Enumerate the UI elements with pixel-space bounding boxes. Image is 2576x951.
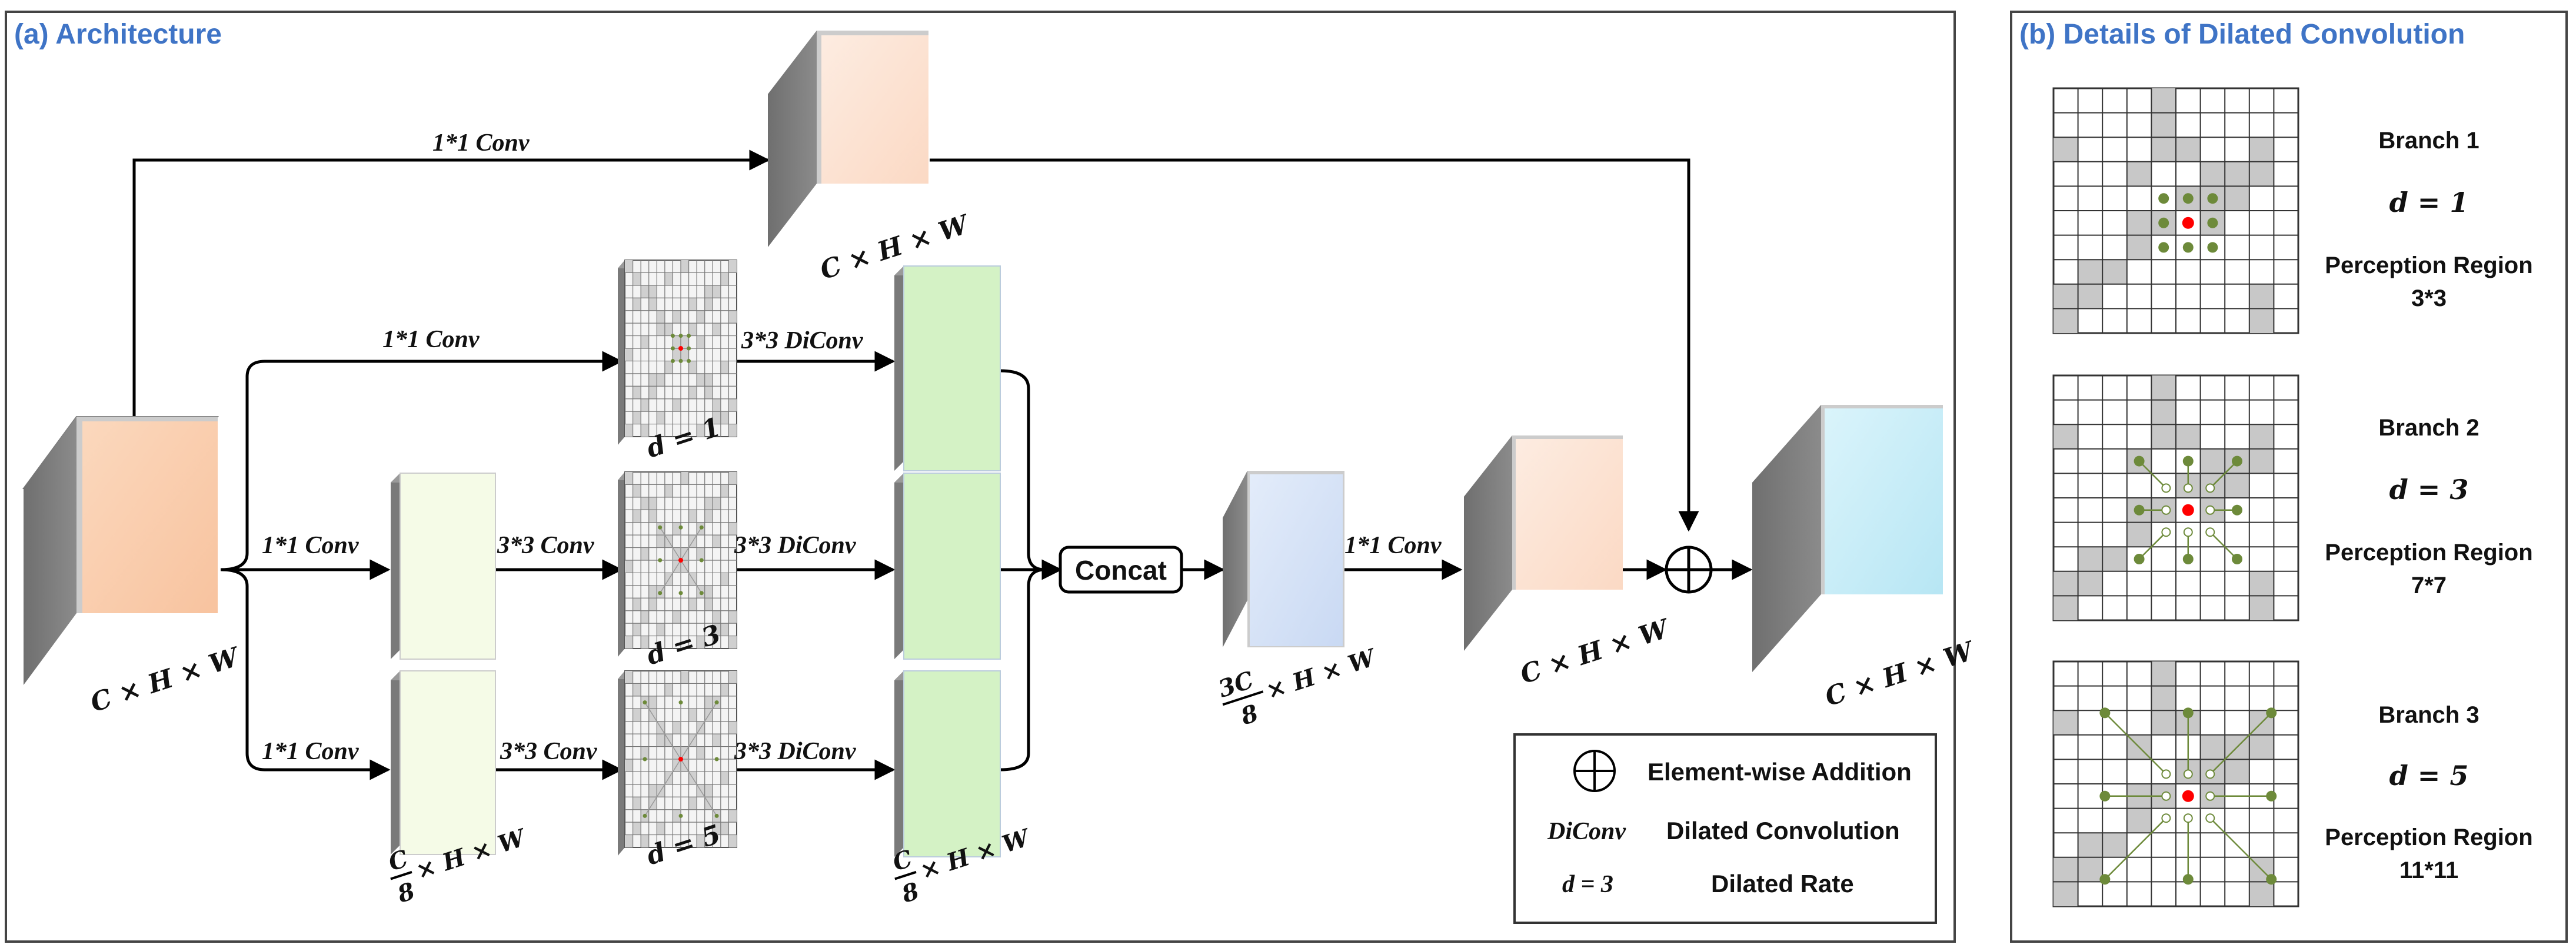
output-cube	[1752, 405, 1943, 672]
frac-numerator: 3C	[1215, 666, 1257, 703]
label-branch1-diconv: 3*3 DiConv	[741, 327, 864, 354]
architecture-title: (a) Architecture	[14, 19, 222, 50]
branch-3-name: Branch 3	[2378, 702, 2479, 728]
element-wise-addition-icon	[1665, 546, 1713, 594]
legend-diconv-symbol: DiConv	[1547, 818, 1626, 845]
merge-brace-top	[1000, 369, 1046, 571]
dilated-conv-details	[2052, 87, 2299, 907]
label-top-1x1-conv: 1*1 Conv	[432, 129, 530, 157]
branch1-arrow	[220, 351, 623, 571]
label-branch2-1x1-conv: 1*1 Conv	[262, 532, 360, 559]
branch-2-details: Branch 2 d = 3 Perception Region 7*7	[2325, 415, 2532, 598]
branch3-output-slab	[894, 670, 1001, 857]
branch-3-region: 11*11	[2399, 857, 2458, 883]
top-branch-arrow	[132, 149, 770, 424]
branch-2-region: 7*7	[2411, 573, 2447, 598]
concat-box: Concat	[1059, 546, 1183, 594]
details-panel-frame	[2010, 11, 2568, 943]
concat-output-cube	[1223, 471, 1344, 647]
legend-addition-icon	[1573, 750, 1616, 792]
final-conv-cube	[1464, 435, 1623, 651]
connectors	[132, 149, 1753, 780]
branch2-conv-slab	[391, 473, 496, 660]
branch-1-region-label: Perception Region	[2325, 252, 2532, 278]
branch3-arrow	[220, 568, 391, 780]
input-cube	[22, 416, 219, 685]
concat-label: Concat	[1075, 555, 1167, 586]
branch-2-region-label: Perception Region	[2325, 540, 2532, 566]
branch-3-rate: d = 5	[2389, 760, 2469, 792]
branch1-output-slab	[894, 265, 1001, 471]
top-branch-cube	[768, 31, 928, 247]
branch-2-rate: d = 3	[2389, 474, 2469, 506]
branch-2-name: Branch 2	[2378, 415, 2479, 441]
label-final-1x1-conv: 1*1 Conv	[1344, 532, 1442, 559]
label-branch2-3x3-conv: 3*3 Conv	[497, 532, 595, 559]
label-branch3-1x1-conv: 1*1 Conv	[262, 738, 360, 765]
branch-3-region-label: Perception Region	[2325, 824, 2532, 850]
dim-final-conv: C × H × W	[1517, 613, 1675, 690]
frac-rest: × H × W	[1263, 643, 1381, 705]
branch-3-details: Branch 3 d = 5 Perception Region 11*11	[2325, 702, 2532, 883]
merge-brace-bottom	[1000, 568, 1046, 772]
dilated-feature-maps	[618, 260, 737, 856]
architecture-panel-frame	[5, 11, 1956, 943]
legend-rate-text: Dilated Rate	[1711, 870, 1854, 897]
dim-input: C × H × W	[87, 641, 245, 719]
frac-denominator: 8	[898, 877, 923, 909]
label-branch2-diconv: 3*3 DiConv	[734, 532, 857, 559]
details-title: (b) Details of Dilated Convolution	[2019, 19, 2465, 50]
branch-1-name: Branch 1	[2378, 128, 2479, 154]
branch-1-rate: d = 1	[2389, 187, 2469, 218]
legend-addition-text: Element-wise Addition	[1648, 758, 1912, 786]
branch-1-region: 3*3	[2411, 285, 2447, 311]
label-branch3-3x3-conv: 3*3 Conv	[500, 738, 598, 765]
legend-rate-symbol: d = 3	[1562, 871, 1613, 898]
branch2-output-slab	[894, 473, 1001, 660]
legend-diconv-text: Dilated Convolution	[1666, 817, 1900, 844]
label-branch1-1x1-conv: 1*1 Conv	[382, 326, 480, 353]
branch-1-details: Branch 1 d = 1 Perception Region 3*3	[2325, 128, 2532, 311]
frac-denominator: 8	[394, 877, 418, 909]
frac-denominator: 8	[1237, 699, 1262, 731]
label-branch3-diconv: 3*3 DiConv	[734, 738, 857, 765]
skip-to-add-arrow	[930, 158, 1699, 532]
branch3-conv-slab	[391, 670, 496, 855]
legend: Element-wise Addition DiConv Dilated Con…	[1513, 733, 1937, 924]
